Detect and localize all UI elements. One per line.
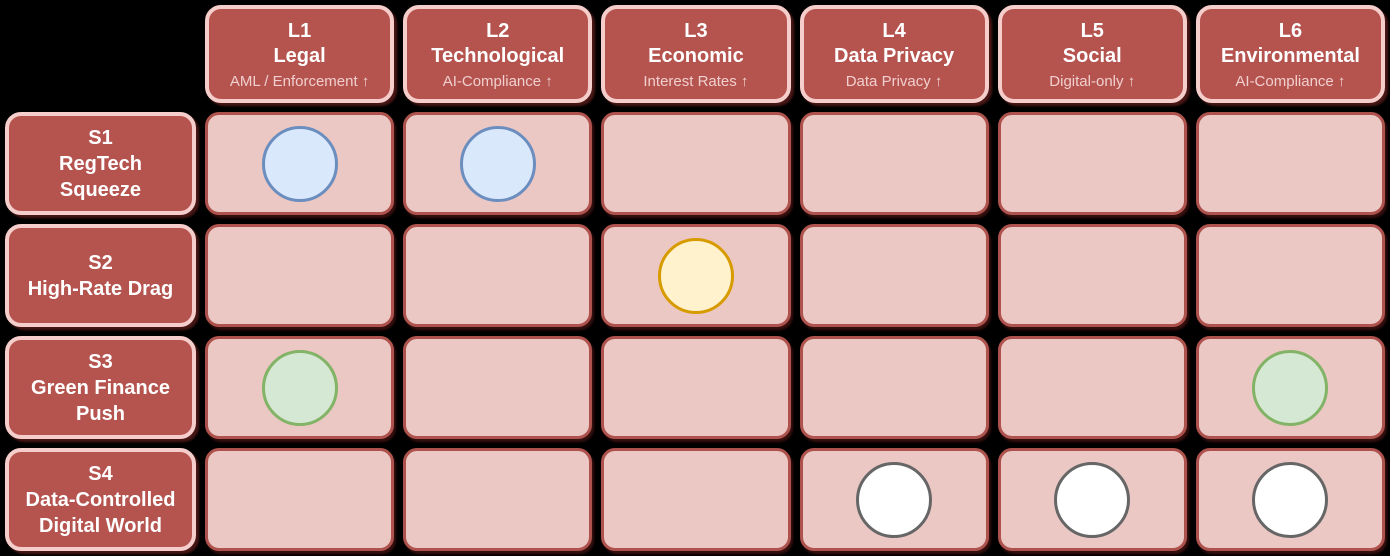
- cell-S1-L2: [403, 112, 593, 215]
- marker-circle-green: [1252, 349, 1329, 426]
- row-header-S2: S2 High-Rate Drag: [5, 224, 196, 327]
- cell-S2-L4: [799, 224, 989, 327]
- cell-S1-L3: [601, 112, 791, 215]
- row-id: S3: [88, 350, 113, 373]
- cell-S1-L1: [205, 112, 395, 215]
- cell-S4-L6: [1195, 448, 1385, 551]
- column-title: Environmental: [1220, 44, 1360, 67]
- column-title: Data Privacy: [834, 44, 955, 67]
- cell-S1-L4: [799, 112, 989, 215]
- cell-S4-L2: [403, 448, 593, 551]
- column-title: Social: [1062, 44, 1122, 67]
- marker-circle-green: [261, 349, 338, 426]
- row-header-S1: S1 RegTech Squeeze: [5, 112, 196, 215]
- cell-S4-L4: [799, 448, 989, 551]
- column-id: L5: [1080, 19, 1104, 42]
- row-id: S2: [88, 251, 113, 274]
- row-title: High-Rate Drag: [27, 277, 174, 300]
- column-header-L5: L5 Social Digital-only ↑: [997, 5, 1187, 103]
- column-id: L2: [486, 19, 510, 42]
- cell-S3-L2: [403, 336, 593, 439]
- column-subtitle: Interest Rates ↑: [643, 72, 749, 90]
- column-header-L6: L6 Environmental AI-Compliance ↑: [1195, 5, 1385, 103]
- column-subtitle: AI-Compliance ↑: [1235, 72, 1346, 90]
- column-title: Legal: [273, 44, 326, 67]
- column-title: Technological: [431, 44, 565, 67]
- column-subtitle: Digital-only ↑: [1049, 72, 1136, 90]
- cell-S2-L6: [1195, 224, 1385, 327]
- column-header-L3: L3 Economic Interest Rates ↑: [601, 5, 791, 103]
- matrix-corner-spacer: [5, 5, 196, 103]
- marker-circle-blue: [459, 125, 536, 202]
- row-title: Green Finance Push: [31, 376, 170, 425]
- marker-circle-white: [1252, 461, 1329, 538]
- marker-circle-white: [856, 461, 933, 538]
- cell-S2-L2: [403, 224, 593, 327]
- row-header-S3: S3 Green Finance Push: [5, 336, 196, 439]
- row-id: S1: [88, 126, 113, 149]
- cell-S4-L1: [205, 448, 395, 551]
- marker-circle-white: [1054, 461, 1131, 538]
- column-subtitle: AML / Enforcement ↑: [229, 72, 370, 90]
- row-header-S4: S4 Data-Controlled Digital World: [5, 448, 196, 551]
- cell-S2-L3: [601, 224, 791, 327]
- column-id: L3: [684, 19, 708, 42]
- column-header-L4: L4 Data Privacy Data Privacy ↑: [799, 5, 989, 103]
- cell-S2-L1: [205, 224, 395, 327]
- cell-S4-L3: [601, 448, 791, 551]
- cell-S3-L3: [601, 336, 791, 439]
- row-id: S4: [88, 462, 113, 485]
- cell-S4-L5: [997, 448, 1187, 551]
- column-id: L1: [287, 19, 312, 42]
- marker-circle-yellow: [657, 237, 734, 314]
- column-header-L1: L1 Legal AML / Enforcement ↑: [205, 5, 395, 103]
- column-id: L4: [882, 19, 906, 42]
- marker-circle-blue: [261, 125, 338, 202]
- cell-S3-L4: [799, 336, 989, 439]
- cell-S3-L1: [205, 336, 395, 439]
- cell-S3-L5: [997, 336, 1187, 439]
- row-title: Data-Controlled Digital World: [25, 488, 176, 537]
- row-title: RegTech Squeeze: [59, 152, 142, 201]
- cell-S1-L5: [997, 112, 1187, 215]
- column-title: Economic: [648, 44, 744, 67]
- column-id: L6: [1278, 19, 1303, 42]
- column-subtitle: AI-Compliance ↑: [442, 72, 553, 90]
- cell-S1-L6: [1195, 112, 1385, 215]
- cell-S3-L6: [1195, 336, 1385, 439]
- cell-S2-L5: [997, 224, 1187, 327]
- column-header-L2: L2 Technological AI-Compliance ↑: [403, 5, 593, 103]
- column-subtitle: Data Privacy ↑: [845, 72, 943, 90]
